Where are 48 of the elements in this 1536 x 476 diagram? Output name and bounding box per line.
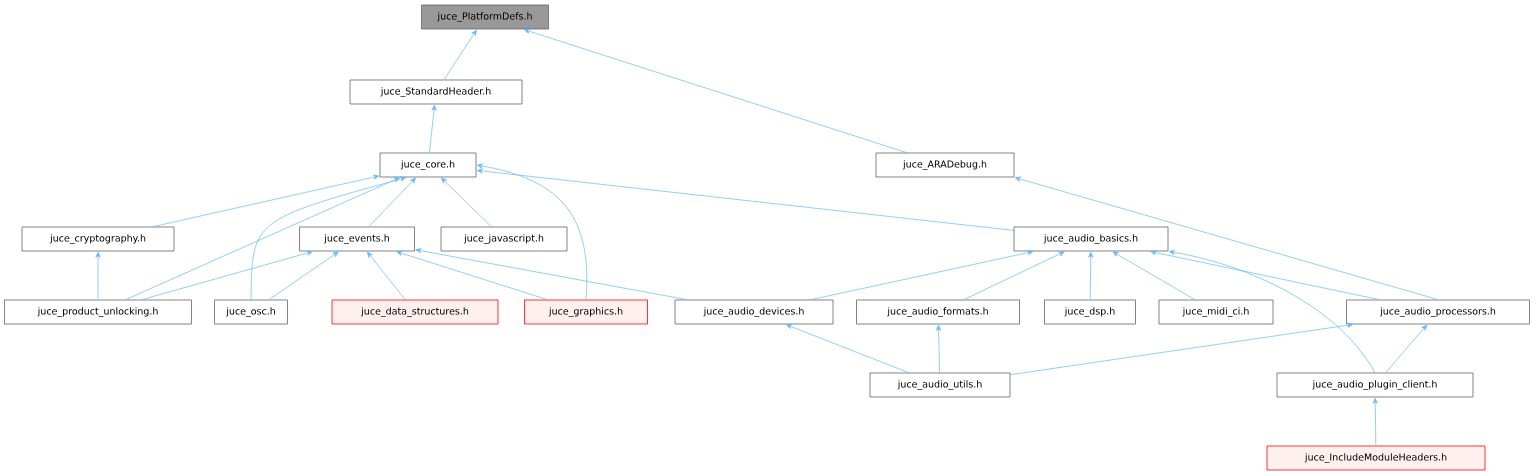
- arrow: [810, 250, 1034, 300]
- file-box: juce_audio_formats.h: [856, 299, 1020, 325]
- file-box: juce_audio_utils.h: [869, 372, 1011, 398]
- file-box: juce_data_structures.h: [331, 299, 499, 325]
- arrow: [524, 28, 907, 153]
- file-box: juce_product_unlocking.h: [4, 299, 192, 325]
- file-box: juce_javascript.h: [440, 226, 568, 252]
- file-box: juce_dsp.h: [1044, 299, 1136, 325]
- arrow: [125, 177, 400, 300]
- file-box: juce_audio_processors.h: [1346, 299, 1530, 325]
- arrow: [1088, 251, 1094, 300]
- arrow: [368, 177, 416, 227]
- file-box: juce_IncludeModuleHeaders.h: [1266, 445, 1486, 471]
- arrow: [152, 174, 380, 227]
- arrow: [936, 324, 942, 373]
- arrow: [1150, 250, 1380, 300]
- arrow: [141, 250, 313, 300]
- arrow: [396, 250, 548, 300]
- file-box: juce_cryptography.h: [21, 226, 175, 252]
- file-box: juce_events.h: [299, 226, 415, 252]
- arrow: [443, 29, 477, 80]
- file-box: juce_audio_basics.h: [1013, 226, 1169, 252]
- arrow: [1112, 251, 1196, 300]
- arrow: [415, 248, 687, 300]
- arrow: [1385, 324, 1428, 373]
- arrow: [963, 251, 1065, 300]
- arrow: [367, 251, 406, 300]
- arrow: [1372, 397, 1378, 446]
- arrow: [786, 324, 909, 373]
- file-box: juce_audio_plugin_client.h: [1276, 372, 1474, 398]
- file-box: juce_StandardHeader.h: [349, 79, 523, 105]
- arrow: [1014, 176, 1439, 300]
- arrow: [268, 251, 339, 300]
- file-box: juce_PlatformDefs.h: [421, 4, 549, 30]
- arrow: [429, 104, 437, 153]
- arrow: [441, 177, 492, 227]
- arrow: [1168, 249, 1376, 373]
- file-box: juce_osc.h: [214, 299, 288, 325]
- file-box: juce_midi_ci.h: [1158, 299, 1274, 325]
- file-box: juce_graphics.h: [524, 299, 648, 325]
- arrow: [1010, 322, 1353, 376]
- arrow: [476, 163, 588, 300]
- file-box: juce_ARADebug.h: [875, 152, 1015, 178]
- arrow: [476, 168, 1014, 231]
- arrow: [95, 251, 101, 300]
- arrow: [250, 176, 407, 300]
- file-box: juce_core.h: [379, 152, 477, 178]
- file-box: juce_audio_devices.h: [674, 299, 834, 325]
